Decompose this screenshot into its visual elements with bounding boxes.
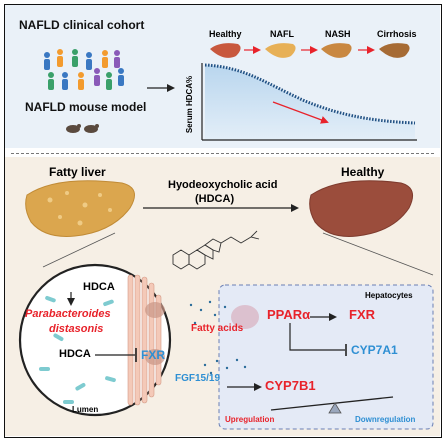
bacteria-name-1: Parabacteroides (25, 308, 111, 320)
gut-hdca-bottom: HDCA (59, 348, 91, 360)
liver-fxr-label: FXR (349, 307, 375, 322)
hepatocytes-label: Hepatocytes (365, 291, 413, 300)
cohort-title: NAFLD clinical cohort (19, 18, 145, 32)
diagram-graphics (18, 43, 434, 430)
mouse-title: NAFLD mouse model (25, 100, 147, 114)
panel-separator (11, 153, 434, 154)
bacteria-name-2: distasonis (49, 323, 104, 335)
fatty-acids-label: Fatty acids (191, 323, 244, 334)
ppara-label: PPARα (267, 307, 311, 322)
hdca-molecule (172, 230, 260, 270)
lumen-label: Lumen (72, 405, 99, 414)
liver-stage-icons (210, 43, 410, 58)
y-axis-label: Serum HDCA% (185, 75, 195, 134)
healthy-label: Healthy (341, 165, 385, 179)
people-cohort-icon (44, 49, 124, 90)
stage-label-nafl: NAFL (270, 29, 294, 39)
fatty-liver-icon (25, 180, 135, 237)
stage-label-nash: NASH (325, 29, 351, 39)
intestinal-villi (127, 274, 162, 406)
cyp7b1-label: CYP7B1 (265, 378, 316, 393)
gut-fxr: FXR (141, 348, 165, 362)
downregulation-label: Downregulation (355, 415, 416, 424)
stage-label-healthy: Healthy (209, 29, 242, 39)
figure-frame: NAFLD clinical cohort NAFLD mouse model … (4, 4, 442, 438)
balance-scale-icon (270, 396, 394, 414)
stage-label-cirrhosis: Cirrhosis (377, 29, 417, 39)
mice-icon (66, 124, 99, 133)
fatty-liver-label: Fatty liver (49, 165, 106, 179)
compound-abbr: (HDCA) (195, 193, 235, 205)
hdca-decline-plot (201, 63, 417, 141)
fgf-label: FGF15/19 (175, 373, 221, 384)
hepatocytes-box (218, 284, 434, 430)
healthy-liver-icon (309, 180, 414, 237)
transport-dots (189, 300, 247, 375)
cyp7a1-label: CYP7A1 (351, 343, 398, 357)
bacteria-icons (39, 295, 116, 404)
compound-name: Hyodeoxycholic acid (168, 179, 278, 191)
upregulation-label: Upregulation (225, 415, 275, 424)
gut-hdca-top: HDCA (83, 281, 115, 293)
